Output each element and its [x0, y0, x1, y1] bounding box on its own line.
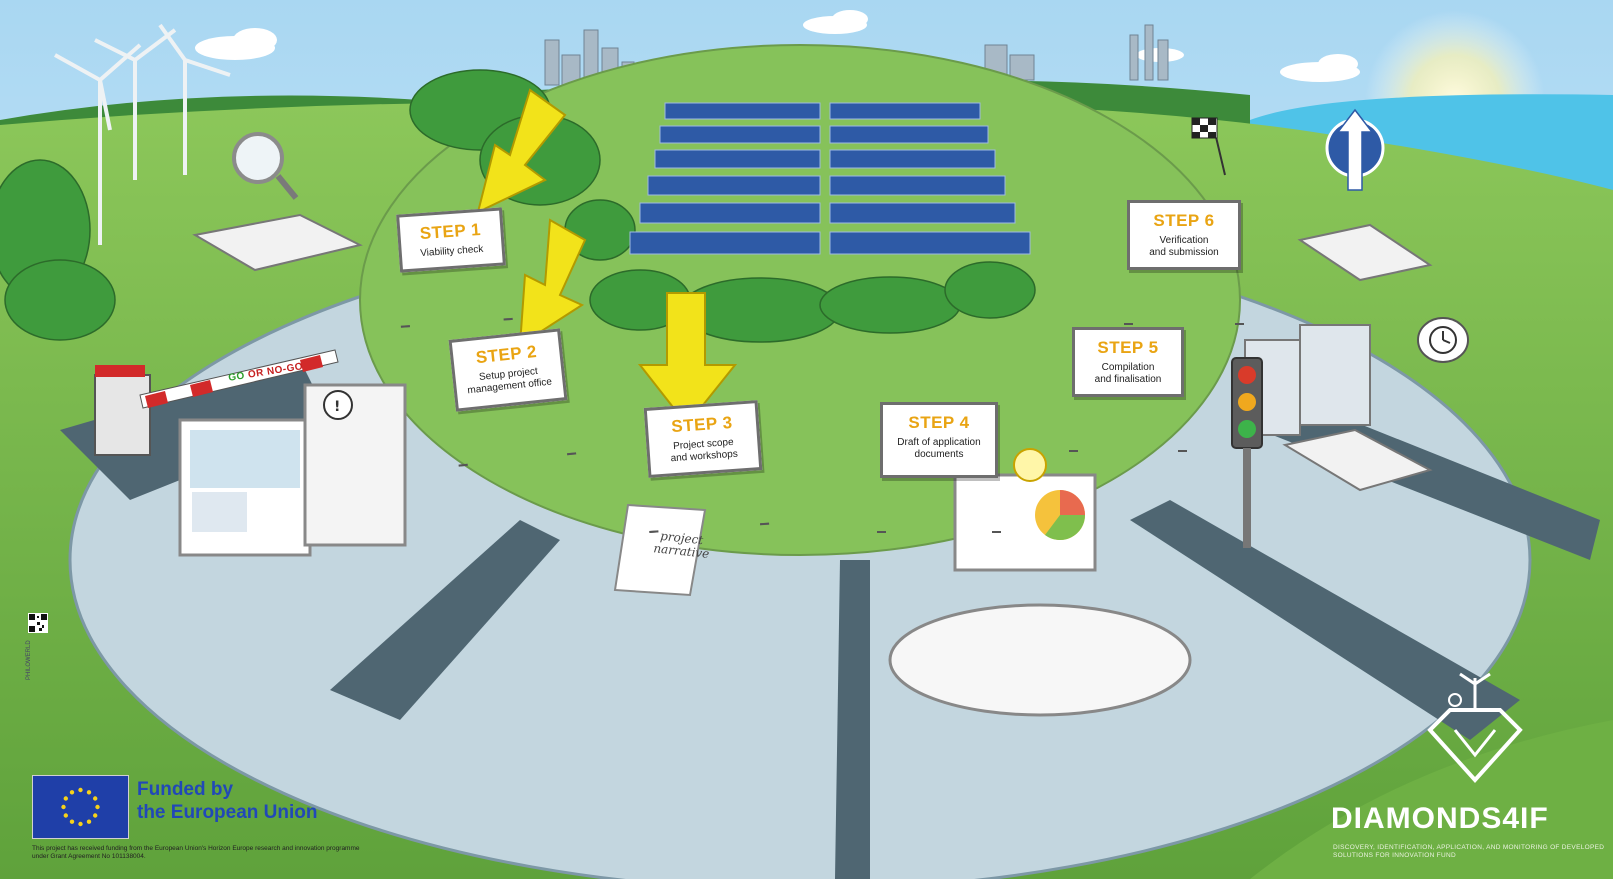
step-1-description: Viability check	[419, 243, 484, 260]
eu-upload-icon	[1325, 108, 1385, 191]
go-no-go-barrier	[94, 349, 339, 456]
clouds	[195, 10, 1360, 82]
brand-name: DIAMONDS4IF	[1331, 802, 1549, 835]
presentation-board	[953, 448, 1097, 572]
info-gear-icon: !	[323, 390, 353, 420]
roads	[60, 360, 1600, 879]
qr-code-icon	[28, 613, 48, 633]
meeting-table	[888, 603, 1192, 717]
lightbulb-icon	[1013, 448, 1047, 482]
desks	[192, 213, 1433, 492]
sign-post	[1178, 450, 1187, 452]
side-credit: PHILOWERLD	[26, 640, 32, 680]
sign-post	[877, 531, 886, 533]
step-1-sign: STEP 1 Viability check	[396, 207, 513, 328]
step-3-label: STEP 3	[670, 412, 734, 437]
step-4-label: STEP 4	[908, 413, 970, 432]
sign-post	[1124, 323, 1133, 325]
arrow-icon	[476, 88, 738, 427]
flipchart	[613, 503, 707, 597]
brand-tagline: DISCOVERY, IDENTIFICATION, APPLICATION, …	[1333, 844, 1605, 859]
magnifier-icon	[232, 132, 299, 200]
solar-panels	[629, 102, 1031, 255]
whiteboard-project-plan	[178, 418, 312, 557]
traffic-light-icon	[1231, 357, 1263, 548]
eu-flag-icon	[32, 775, 129, 839]
step-1-label: STEP 1	[419, 219, 482, 244]
filing-cabinet	[1299, 324, 1371, 426]
svg-text:!: !	[334, 399, 340, 415]
sign-post	[1069, 450, 1078, 452]
wind-turbines	[54, 23, 231, 245]
checkered-flag-icon	[1191, 117, 1226, 176]
sign-post	[1235, 323, 1244, 325]
whiteboard-structure	[303, 383, 407, 547]
step-6-label: STEP 6	[1153, 211, 1215, 230]
grass-corner	[1250, 720, 1613, 879]
funding-note: This project has received funding from t…	[32, 845, 360, 860]
clock-icon	[1417, 317, 1469, 363]
diamonds4if-logo-icon	[1427, 672, 1523, 783]
bushes	[0, 69, 1036, 343]
sign-post	[992, 531, 1001, 533]
step-5-label: STEP 5	[1097, 338, 1159, 357]
